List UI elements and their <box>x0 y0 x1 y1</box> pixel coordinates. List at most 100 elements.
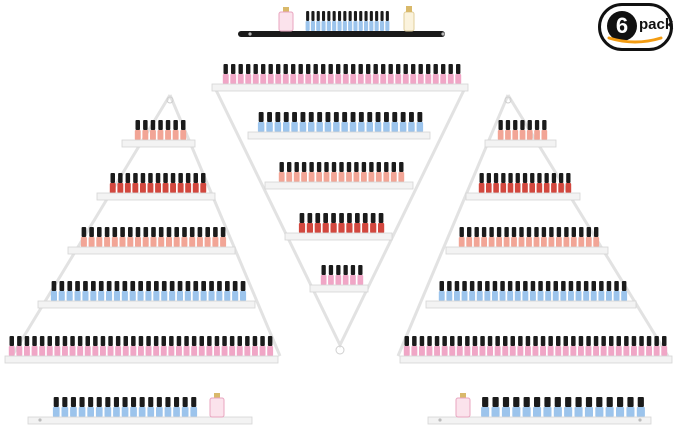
bottle-cap <box>89 227 94 237</box>
bottle-cap <box>427 336 432 346</box>
polish-bottle <box>173 237 180 247</box>
polish-bottle <box>358 21 363 31</box>
polish-bottle <box>308 172 315 182</box>
bottle-cap <box>359 11 363 21</box>
bottle-cap <box>409 112 414 122</box>
bottle-cap <box>225 281 230 291</box>
polish-bottle <box>70 407 77 417</box>
center-tier-5 <box>309 265 369 293</box>
smile-arrow-icon <box>607 36 663 44</box>
polish-bottle <box>31 346 38 356</box>
bottle-cap <box>276 64 281 74</box>
polish-bottle <box>370 223 377 233</box>
bottle-cap <box>485 281 490 291</box>
polish-bottle <box>257 122 265 132</box>
polish-bottle <box>191 346 198 356</box>
bottle-cap <box>418 64 423 74</box>
bottle-cap <box>510 336 515 346</box>
bottle-cap <box>156 397 162 407</box>
polish-bottle <box>398 172 405 182</box>
polish-bottle <box>306 223 313 233</box>
polish-bottle <box>636 407 645 417</box>
bottle-cap <box>115 336 121 346</box>
polish-bottle <box>16 346 23 356</box>
polish-bottle <box>560 291 567 301</box>
bottle-cap <box>492 397 499 407</box>
polish-bottle <box>385 21 390 31</box>
polish-bottle <box>104 237 111 247</box>
bottle-cap <box>513 120 518 130</box>
polish-bottle <box>147 407 155 417</box>
polish-bottle <box>155 183 161 193</box>
bottle-cap <box>70 336 75 346</box>
polish-bottle <box>365 74 372 84</box>
bottle-cap <box>662 336 667 346</box>
polish-bottle <box>499 291 506 301</box>
bottle-cap <box>385 11 389 21</box>
polish-bottle <box>173 407 180 417</box>
bottle-cap <box>79 397 85 407</box>
bottle-cap <box>556 336 561 346</box>
bottle-cap <box>376 162 381 172</box>
bottle-cap <box>253 64 258 74</box>
shelf-board <box>121 139 196 148</box>
bottle-cap <box>223 64 228 74</box>
shelf-board <box>37 300 256 309</box>
bottle-cap <box>606 281 612 291</box>
bottle-cap <box>165 120 171 130</box>
bottle-cap <box>181 120 186 130</box>
bottle-cap <box>513 397 520 407</box>
bottle-cap <box>417 112 423 122</box>
polish-bottle <box>39 346 46 356</box>
bottle-cap <box>579 227 584 237</box>
bottle-cap <box>486 173 491 183</box>
shelf-board <box>27 416 253 425</box>
left-frame-hang-hole <box>166 96 174 104</box>
bottle-cap <box>556 227 562 237</box>
polish-bottle <box>130 346 137 356</box>
bottle-cap <box>541 227 547 237</box>
polish-bottle <box>532 346 539 356</box>
bottle-cap <box>261 64 266 74</box>
bottle-cap <box>479 173 484 183</box>
bottle-cap <box>346 162 352 172</box>
polish-bottle <box>58 291 65 301</box>
bottle-cap <box>98 281 104 291</box>
diffuser-cap <box>406 6 412 12</box>
polish-bottle <box>350 74 357 84</box>
polish-bottle <box>244 346 251 356</box>
bottle-cap <box>578 336 584 346</box>
bottle-cap <box>292 112 297 122</box>
bottle-cap <box>586 227 591 237</box>
polish-bottle <box>493 183 499 193</box>
bottle-cap <box>173 120 178 130</box>
bottle-cap <box>328 265 334 275</box>
bottle-cap <box>654 336 659 346</box>
bottle-cap <box>617 397 624 407</box>
shelf-board <box>465 192 581 201</box>
bottle-cap <box>177 281 183 291</box>
polish-bottle <box>380 74 387 84</box>
polish-bottle <box>165 130 171 140</box>
bottle-cap <box>193 173 198 183</box>
bottle-cap <box>554 397 561 407</box>
polish-bottle <box>348 21 353 31</box>
center-tier-1 <box>211 64 469 92</box>
bottle-cap <box>527 120 532 130</box>
polish-bottle <box>503 237 510 247</box>
bottle-cap <box>540 336 546 346</box>
bottle-cap <box>105 397 111 407</box>
polish-bottle <box>324 122 332 132</box>
bottle-cap <box>258 112 264 122</box>
bottle-cap <box>110 173 115 183</box>
polish-bottle <box>361 172 367 182</box>
polish-bottle <box>584 407 593 417</box>
polish-bottle <box>117 183 124 193</box>
polish-bottle <box>522 291 529 301</box>
polish-bottle <box>156 407 163 417</box>
bottle-cap <box>238 64 243 74</box>
bottle-cap <box>298 64 303 74</box>
shelf-board <box>445 246 609 255</box>
bottle-cap <box>381 64 386 74</box>
polish-bottle <box>127 237 134 247</box>
